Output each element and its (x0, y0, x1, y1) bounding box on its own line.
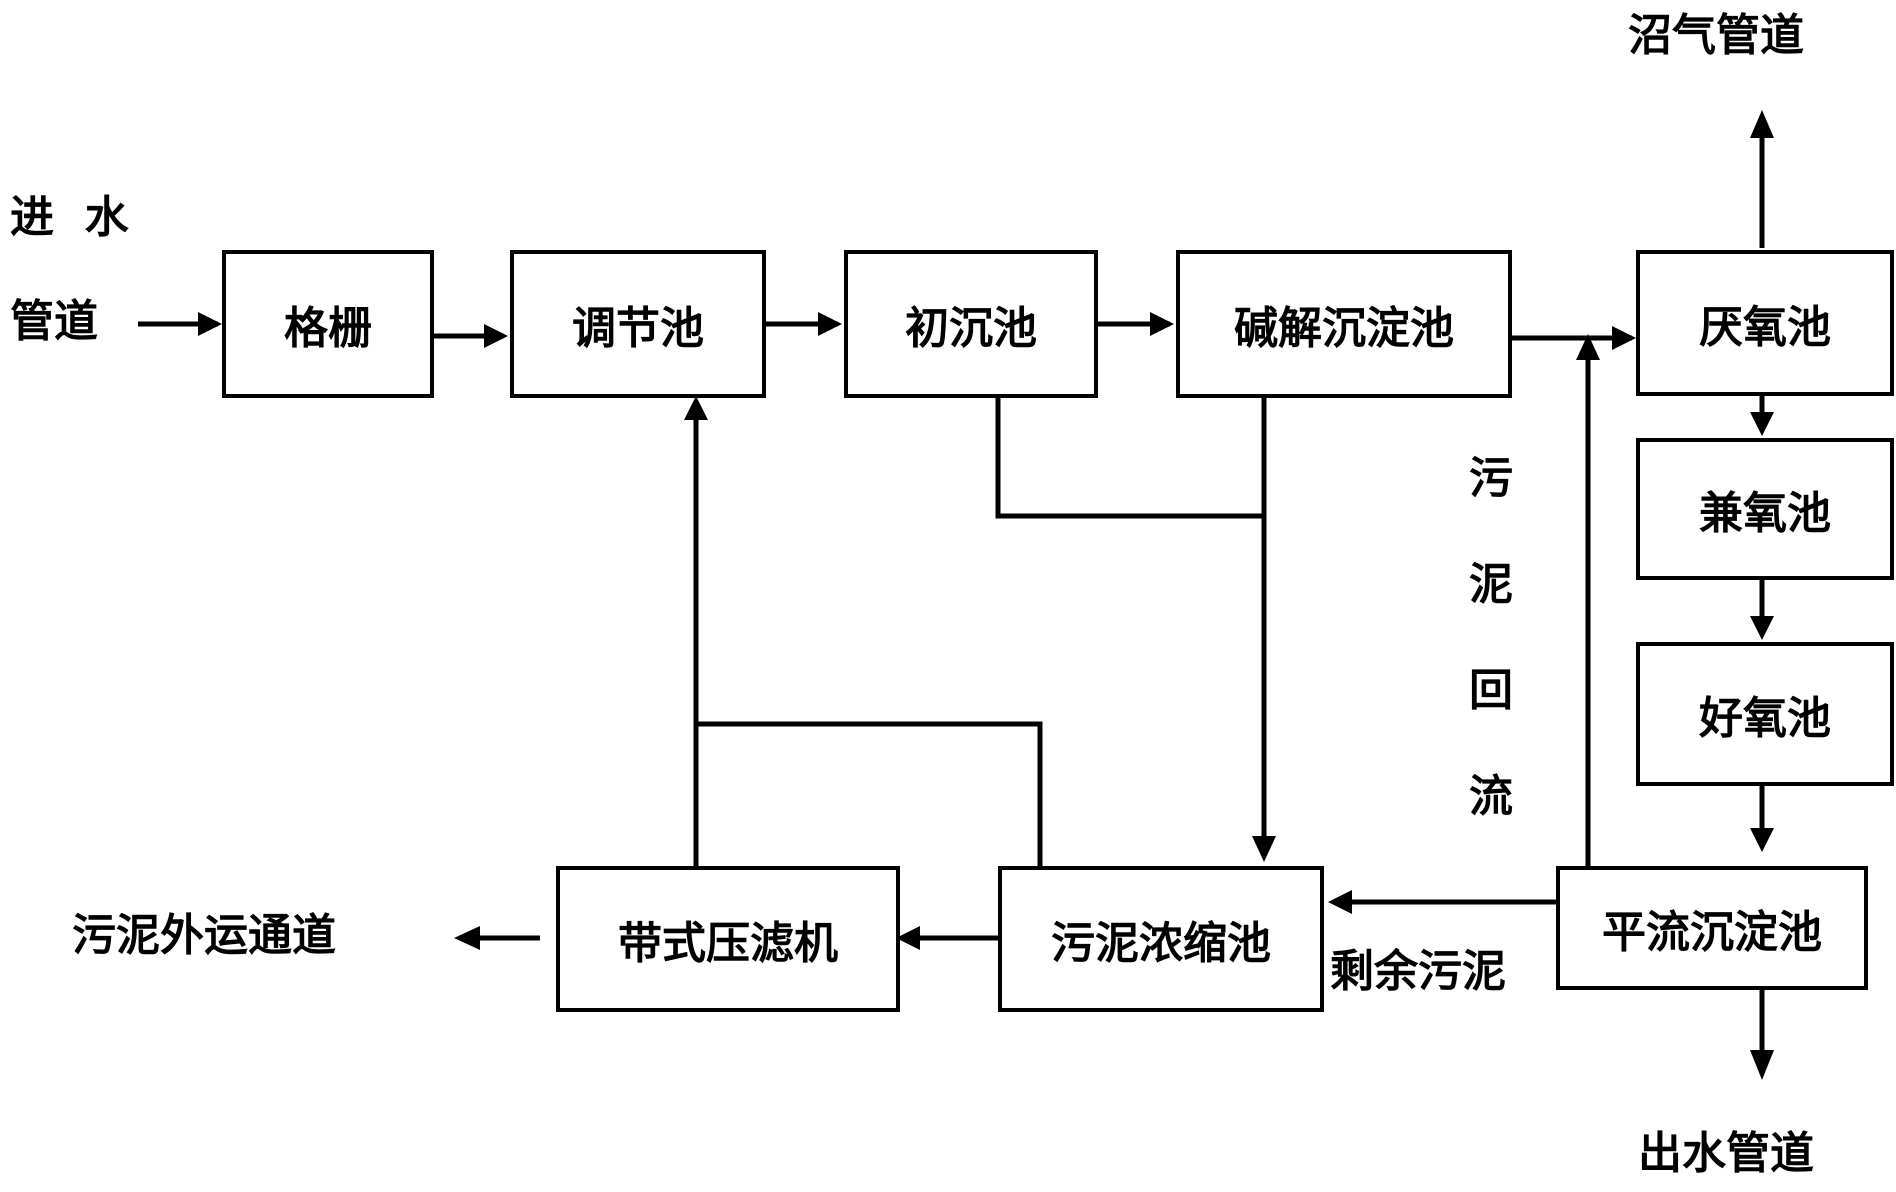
line-thickener-supernatant (696, 721, 1043, 866)
inlet-label-line1: 进 水 (10, 192, 129, 243)
inlet-label-line2: 管道 (10, 296, 98, 347)
facultative-tank-label: 兼氧池 (1699, 488, 1831, 539)
belt-filter-press-box: 带式压滤机 (556, 866, 900, 1012)
sludge-return-char-1: 污 (1469, 453, 1513, 504)
alkaline-sedimentation-box: 碱解沉淀池 (1176, 250, 1512, 398)
sludge-export-label: 污泥外运通道 (72, 910, 336, 961)
belt-filter-press-label: 带式压滤机 (618, 918, 838, 969)
sludge-return-char-3: 回 (1469, 665, 1513, 716)
regulating-tank-box: 调节池 (510, 250, 766, 398)
sludge-thickener-box: 污泥浓缩池 (998, 866, 1324, 1012)
anaerobic-tank-label: 厌氧池 (1699, 302, 1831, 353)
biogas-pipe-label: 沼气管道 (1628, 10, 1804, 61)
primary-sedimentation-box: 初沉池 (844, 250, 1098, 398)
outlet-pipe-label: 出水管道 (1638, 1128, 1814, 1179)
sludge-return-char-2: 泥 (1469, 559, 1513, 610)
sludge-return-label: 污 泥 回 流 (1466, 426, 1516, 850)
anaerobic-tank-box: 厌氧池 (1636, 250, 1894, 396)
sludge-thickener-label: 污泥浓缩池 (1051, 918, 1271, 969)
grille-label: 格栅 (284, 303, 372, 354)
excess-sludge-label: 剩余污泥 (1330, 946, 1506, 997)
aerobic-tank-box: 好氧池 (1636, 642, 1894, 786)
alkaline-sedimentation-label: 碱解沉淀池 (1234, 303, 1454, 354)
regulating-tank-label: 调节池 (572, 303, 704, 354)
advection-sedimentation-label: 平流沉淀池 (1602, 907, 1822, 958)
grille-box: 格栅 (222, 250, 434, 398)
sludge-return-char-4: 流 (1469, 771, 1513, 822)
advection-sedimentation-box: 平流沉淀池 (1556, 866, 1868, 990)
facultative-tank-box: 兼氧池 (1636, 438, 1894, 580)
primary-sedimentation-label: 初沉池 (905, 303, 1037, 354)
aerobic-tank-label: 好氧池 (1699, 693, 1831, 744)
line-primary-sludge (995, 398, 1264, 519)
